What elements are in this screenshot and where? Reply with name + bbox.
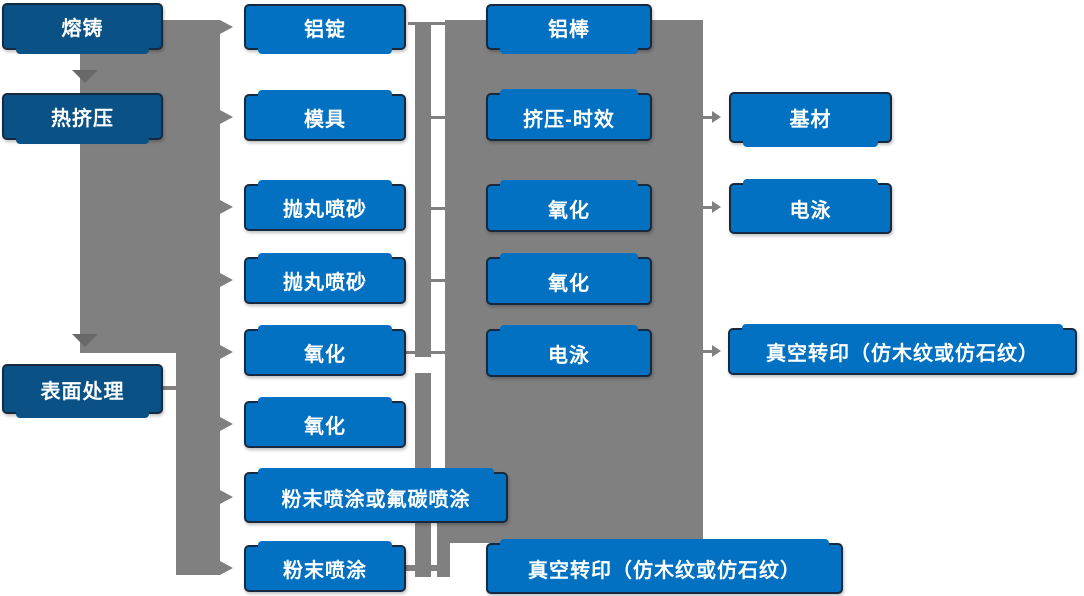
arrow-line-substrate <box>703 116 713 119</box>
arrow-right-icon-6 <box>220 417 233 431</box>
row-tick-bottom <box>406 565 450 571</box>
node-powder-coating: 粉末喷涂 <box>244 541 406 592</box>
node-electrophoresis-2: 电泳 <box>729 179 892 234</box>
node-shot-blasting-2: 抛丸喷砂 <box>244 253 406 304</box>
arrow-right-icon-1 <box>220 20 233 34</box>
node-vacuum-transfer-print-1: 真空转印（仿木纹或仿石纹） <box>486 539 843 594</box>
row-tick-1 <box>408 22 448 25</box>
arrow-head-substrate <box>712 111 721 123</box>
node-mold: 模具 <box>244 90 406 141</box>
node-shot-blasting-1: 抛丸喷砂 <box>244 180 406 231</box>
node-oxidation-1: 氧化 <box>244 325 406 376</box>
arrow-right-icon-7 <box>220 490 233 504</box>
arrow-right-icon-4 <box>220 273 233 287</box>
node-hot-extrusion: 热挤压 <box>2 93 163 144</box>
mid-flow-bar-upper <box>415 22 431 357</box>
node-oxidation-3: 氧化 <box>486 180 652 232</box>
left-flow-band <box>80 20 220 353</box>
row-tick-2 <box>431 116 448 119</box>
node-electrophoresis-1: 电泳 <box>486 325 652 377</box>
row-tick-3 <box>431 207 448 210</box>
node-oxidation-4: 氧化 <box>486 253 652 305</box>
arrow-line-electrophoresis <box>703 206 713 209</box>
arrow-head-vacuum-print <box>712 345 721 357</box>
node-powder-or-fluorocarbon-coating: 粉末喷涂或氟碳喷涂 <box>244 468 508 523</box>
arrow-right-icon-3 <box>220 200 233 214</box>
node-vacuum-transfer-print-2: 真空转印（仿木纹或仿石纹） <box>728 324 1077 375</box>
node-melting-casting: 熔铸 <box>2 3 163 54</box>
row-tick-5 <box>406 351 448 354</box>
node-substrate: 基材 <box>729 92 892 147</box>
down-arrow-icon-1 <box>72 70 98 83</box>
node-aluminum-rod: 铝棒 <box>486 4 652 54</box>
arrow-head-electrophoresis <box>712 201 721 213</box>
down-arrow-icon-2 <box>72 334 98 347</box>
arrow-right-icon-2 <box>220 110 233 124</box>
surface-treatment-connector <box>163 386 177 390</box>
arrow-right-icon-8 <box>220 561 233 575</box>
arrow-right-icon-5 <box>220 345 233 359</box>
node-oxidation-2: 氧化 <box>244 397 406 448</box>
arrow-line-vacuum-print <box>703 350 713 353</box>
node-aluminum-ingot: 铝锭 <box>244 4 406 54</box>
row-tick-4 <box>431 279 448 282</box>
node-surface-treatment: 表面处理 <box>2 364 163 418</box>
left-flow-bar-lower <box>176 353 220 575</box>
node-extrusion-aging: 挤压-时效 <box>486 89 652 141</box>
